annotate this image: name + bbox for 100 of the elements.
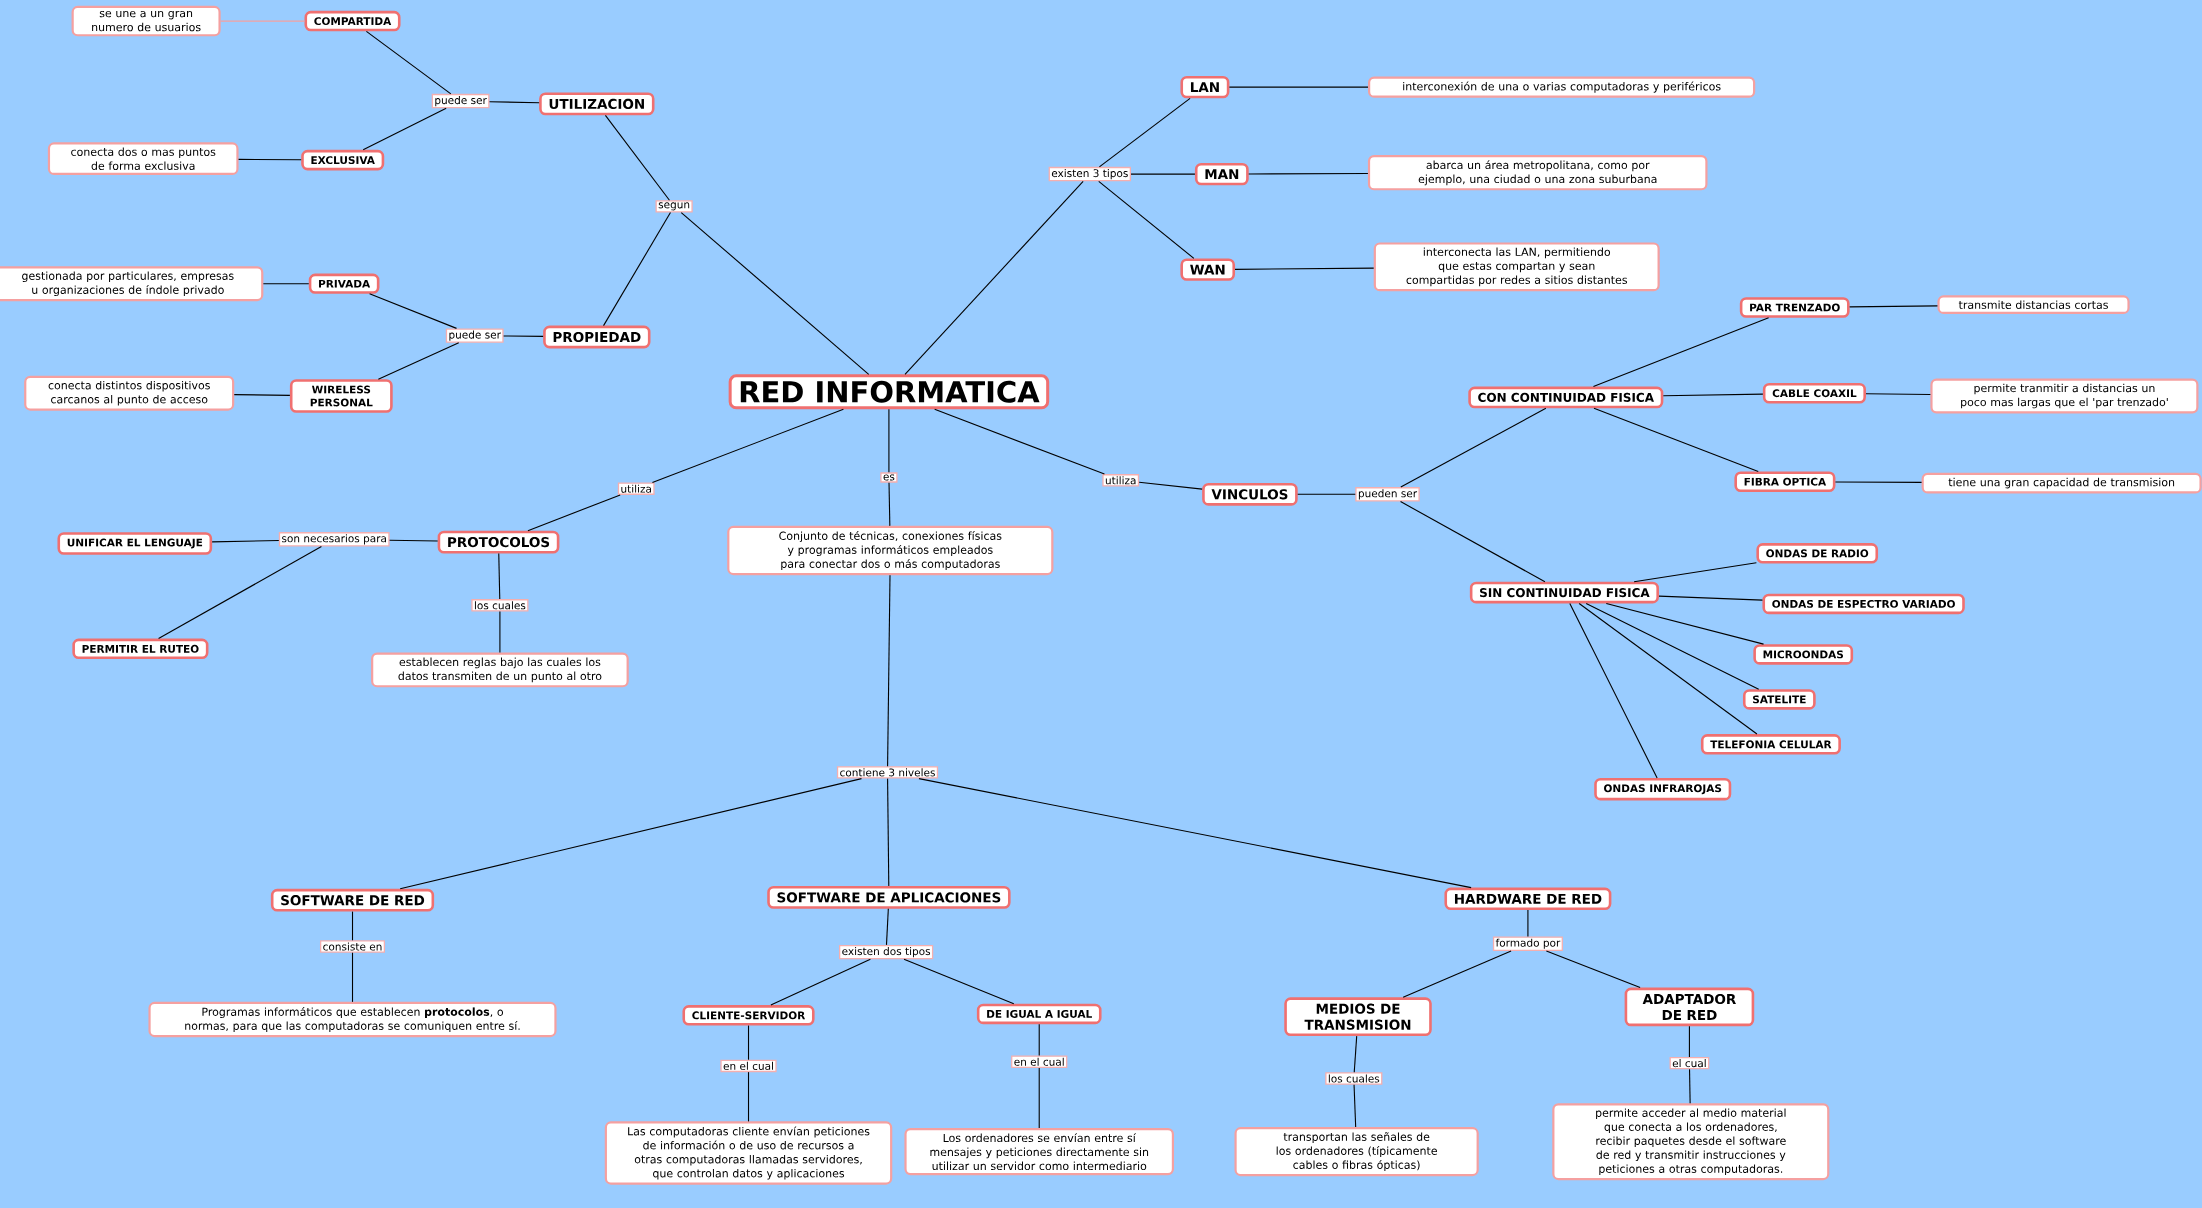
concept-box: PAR TRENZADO <box>1739 297 1850 318</box>
connector-line <box>211 539 280 543</box>
concept-box: ONDAS DE ESPECTRO VARIADO <box>1762 593 1965 615</box>
linking-phrase: el cual <box>1669 1056 1710 1070</box>
linking-phrase: en el cual <box>720 1059 777 1073</box>
connector-line <box>1658 595 1763 601</box>
linking-phrase: los cuales <box>1325 1072 1383 1085</box>
connector-line <box>1662 393 1764 397</box>
connector-line <box>399 778 863 890</box>
linking-phrase: existen dos tipos <box>839 944 934 960</box>
description-box: establecen reglas bajo las cuales los datos transmiten de un punto al otro <box>371 652 629 688</box>
connector-line <box>362 107 447 151</box>
concept-box: CABLE COAXIL <box>1762 382 1866 404</box>
connector-line <box>1592 317 1770 388</box>
connector-line <box>1353 1035 1358 1073</box>
connector-line <box>680 212 870 375</box>
connector-line <box>903 958 1015 1005</box>
connector-line <box>527 494 621 532</box>
connector-line <box>885 908 889 946</box>
connector-line <box>220 20 306 22</box>
connector-line <box>1865 393 1931 396</box>
connector-line <box>1248 172 1369 175</box>
connector-line <box>1527 909 1529 938</box>
connector-line <box>603 212 671 327</box>
connector-line <box>888 482 891 527</box>
description-box: tiene una gran capacidad de transmision <box>1921 472 2202 494</box>
concept-box: ONDAS DE RADIO <box>1756 543 1879 564</box>
connector-line <box>1098 97 1191 168</box>
description-box: se une a un gran numero de usuarios <box>71 5 221 37</box>
connector-line <box>888 408 890 473</box>
concept-box: SOFTWARE DE APLICACIONES <box>767 886 1011 909</box>
linking-phrase: puede ser <box>431 93 490 109</box>
connector-line <box>369 293 458 329</box>
connector-line <box>377 342 460 380</box>
connector-line <box>503 335 544 337</box>
connector-line <box>887 574 891 767</box>
description-box: interconecta las LAN, permitiendo que estas compartan y sean compartidas por redes a sitios distantes <box>1373 242 1660 292</box>
concept-box: PROPIEDAD <box>543 325 651 349</box>
connector-line <box>747 1071 750 1122</box>
linking-phrase: contiene 3 niveles <box>836 766 939 779</box>
linking-phrase: consiste en <box>320 940 386 953</box>
description-box: interconexión de una o varias computadoras y periféricos <box>1368 76 1756 98</box>
description-box: gestionada por particulares, empresas u organizaciones de índole privado <box>0 266 264 302</box>
connector-line <box>1400 501 1546 583</box>
concept-box: MAN <box>1194 162 1249 186</box>
description-box: Programas informáticos que establecen protocolos, o normas, para que las computadoras se comuniquen entre sí. <box>148 1001 557 1038</box>
connector-line <box>233 394 291 396</box>
connector-line <box>918 778 1472 889</box>
connector-line <box>158 546 322 640</box>
concept-box: ONDAS INFRAROJAS <box>1594 777 1732 801</box>
concept-box: CON CONTINUIDAD FISICA <box>1468 386 1664 409</box>
concept-box: SOFTWARE DE RED <box>270 888 435 912</box>
connector-line <box>1689 1068 1691 1104</box>
concept-box: PROTOCOLOS <box>437 530 560 554</box>
concept-box: TELEFONIA CELULAR <box>1700 734 1841 755</box>
connector-line <box>1098 180 1195 259</box>
connector-line <box>1633 562 1757 583</box>
concept-box: MICROONDAS <box>1753 644 1854 665</box>
concept-box: LAN <box>1180 75 1230 99</box>
concept-box: CLIENTE-SERVIDOR <box>682 1005 815 1026</box>
concept-box: UTILIZACION <box>539 92 655 116</box>
connector-line <box>1593 407 1759 472</box>
concept-box: DE IGUAL A IGUAL <box>976 1003 1102 1025</box>
connector-line <box>1569 602 1658 779</box>
description-box: permite tranmitir a distancias un poco mas largas que el 'par trenzado' <box>1930 378 2199 414</box>
description-box: conecta distintos dispositivos carcanos al punto de acceso <box>24 375 235 411</box>
linking-phrase: en el cual <box>1011 1055 1068 1068</box>
connector-line <box>351 952 354 1003</box>
connector-line <box>1228 86 1369 88</box>
concept-box: WIRELESS PERSONAL <box>289 379 393 413</box>
linking-phrase: son necesarios para <box>278 532 390 547</box>
connector-line <box>904 180 1084 375</box>
concept-box: EXCLUSIVA <box>301 149 385 171</box>
description-box: transportan las señales de los ordenadores (típicamente cables o fibras ópticas) <box>1234 1127 1479 1177</box>
connector-line <box>1834 481 1923 483</box>
connector-line <box>351 911 354 941</box>
connector-line <box>389 539 439 542</box>
concept-box: MEDIOS DE TRANSMISION <box>1284 997 1432 1037</box>
connector-line <box>1138 481 1203 490</box>
linking-phrase: es <box>880 472 898 483</box>
connector-line <box>887 778 890 887</box>
connector-line <box>747 1025 750 1061</box>
concept-box: WAN <box>1180 258 1236 281</box>
connector-line <box>262 283 310 285</box>
concept-box: UNIFICAR EL LENGUAJE <box>57 532 213 555</box>
linking-phrase: pueden ser <box>1355 487 1420 502</box>
description-box: Las computadoras cliente envían peticiones de información o de uso de recursos a otras computadoras llamadas servidores, que controlan datos y aplicaciones <box>604 1121 893 1185</box>
description-box: Conjunto de técnicas, conexiones físicas y programas informáticos empleados para conectar dos o más computadoras <box>727 525 1054 576</box>
connector-line <box>1585 602 1760 690</box>
connector-line <box>1402 950 1512 998</box>
concept-box: SIN CONTINUIDAD FISICA <box>1469 581 1659 604</box>
linking-phrase: segun <box>655 200 693 213</box>
linking-phrase: puede ser <box>445 328 504 343</box>
connector-line <box>651 408 844 484</box>
concept-box: HARDWARE DE RED <box>1444 887 1612 911</box>
concept-box: VINCULOS <box>1202 482 1298 506</box>
linking-phrase: utiliza <box>1102 474 1140 487</box>
connector-line <box>1038 1067 1040 1129</box>
connector-line <box>1353 1084 1357 1128</box>
connector-line <box>1605 602 1765 645</box>
